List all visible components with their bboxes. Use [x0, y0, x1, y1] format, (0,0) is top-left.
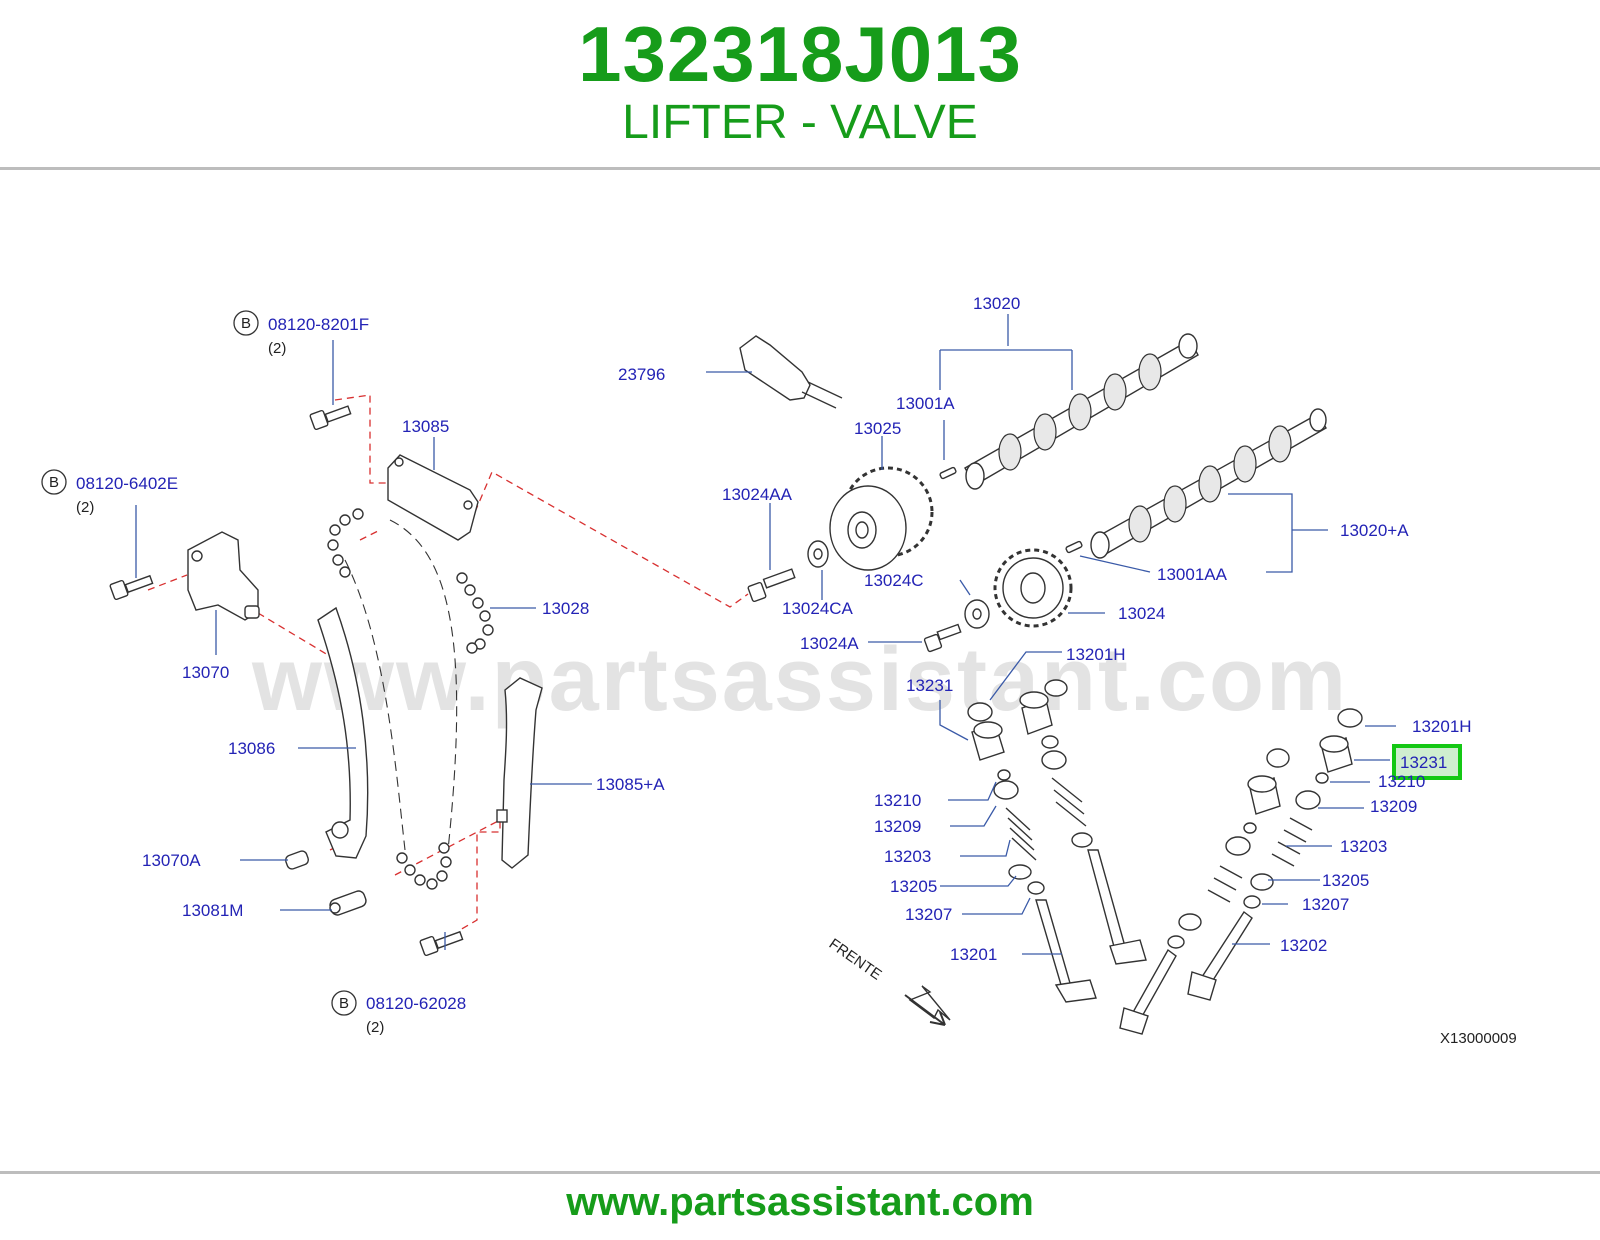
leader-lines	[135, 314, 1396, 955]
bolt-bottom-icon	[419, 930, 464, 957]
alignment-dash-1	[334, 394, 390, 484]
valve-timing-solenoid-23796-icon	[739, 335, 843, 409]
label-13207-left[interactable]: 13207	[905, 905, 952, 924]
label-13203-left[interactable]: 13203	[884, 847, 931, 866]
bolt-top-icon	[309, 405, 352, 431]
part-number-title: 132318J013	[578, 10, 1022, 98]
chain-guide-13085-icon	[387, 454, 479, 541]
exploded-parts-diagram: .lbl { fill:#2323b5; font-size:17px; } .…	[0, 280, 1600, 1060]
label-08120-8201F[interactable]: 08120-8201F	[268, 315, 369, 334]
label-13025[interactable]: 13025	[854, 419, 901, 438]
label-13086[interactable]: 13086	[228, 739, 275, 758]
label-13024[interactable]: 13024	[1118, 604, 1165, 623]
label-13205-right[interactable]: 13205	[1322, 871, 1369, 890]
label-13020A[interactable]: 13020+A	[1340, 521, 1409, 540]
chain-tensioner-13070-icon	[187, 531, 260, 621]
dowel-13001A-icon	[939, 466, 957, 480]
label-23796[interactable]: 23796	[618, 365, 665, 384]
label-13081M[interactable]: 13081M	[182, 901, 243, 920]
washer-13024CA-icon	[807, 540, 829, 568]
qty-b2: (2)	[76, 499, 94, 516]
bolt-left-icon	[109, 574, 154, 601]
alignment-dash-6	[394, 818, 501, 931]
footer-website-link[interactable]: www.partsassistant.com	[566, 1180, 1034, 1224]
label-13201H-right[interactable]: 13201H	[1412, 717, 1472, 736]
camshaft-13020A-lower-icon	[1090, 408, 1327, 559]
label-13201H-left[interactable]: 13201H	[1066, 645, 1126, 664]
label-13201[interactable]: 13201	[950, 945, 997, 964]
label-13210-left[interactable]: 13210	[874, 791, 921, 810]
washer-13024C-icon	[964, 599, 990, 629]
bolt-callout-b3: B	[331, 990, 357, 1016]
label-13231-right-highlighted[interactable]: 13231	[1400, 753, 1447, 772]
label-13024AA[interactable]: 13024AA	[722, 485, 793, 504]
header-divider	[0, 167, 1600, 170]
label-13070[interactable]: 13070	[182, 663, 229, 682]
label-13209-right[interactable]: 13209	[1370, 797, 1417, 816]
label-13028[interactable]: 13028	[542, 599, 589, 618]
highlighted-part-box	[1392, 744, 1462, 780]
alignment-dash-7	[359, 529, 381, 541]
bolt-letter-b3: B	[339, 995, 349, 1012]
cam-sprocket-13024-icon	[993, 548, 1073, 628]
label-13001A[interactable]: 13001A	[896, 394, 955, 413]
camshaft-13020-upper-icon	[964, 333, 1199, 490]
chain-path-line	[344, 559, 406, 851]
label-13210-right[interactable]: 13210	[1378, 772, 1425, 791]
label-13024A[interactable]: 13024A	[800, 634, 859, 653]
front-direction-arrow-icon	[904, 985, 951, 1026]
dowel-13001AA-icon	[1065, 540, 1083, 554]
qty-b1: (2)	[268, 340, 286, 357]
pin-13081M-icon	[329, 890, 367, 916]
bolt-letter-b2: B	[49, 474, 59, 491]
alignment-dash-3	[147, 574, 188, 591]
part-name-subtitle: LIFTER - VALVE	[622, 96, 978, 149]
watermark-text: www.partsassistant.com	[251, 630, 1348, 730]
label-13020[interactable]: 13020	[973, 294, 1020, 313]
qty-b3: (2)	[366, 1019, 384, 1036]
label-13202[interactable]: 13202	[1280, 936, 1327, 955]
slipper-guide-13085A-icon	[496, 677, 543, 869]
label-frente: FRENTE	[826, 935, 885, 983]
label-13207-right[interactable]: 13207	[1302, 895, 1349, 914]
pin-13070A-icon	[284, 850, 310, 870]
valve-train-right-icon	[1119, 708, 1363, 1035]
timing-chain-13028-icon	[327, 508, 494, 890]
bolt-13024A-icon	[923, 623, 962, 653]
label-13085[interactable]: 13085	[402, 417, 449, 436]
bolt-callout-b2: B	[41, 469, 67, 495]
label-08120-6402E[interactable]: 08120-6402E	[76, 474, 178, 493]
bolt-letter-b1: B	[241, 315, 251, 332]
chain-path-line-2	[389, 519, 458, 851]
label-13209-left[interactable]: 13209	[874, 817, 921, 836]
bolt-callout-b1: B	[233, 310, 259, 336]
label-13231-left[interactable]: 13231	[906, 676, 953, 695]
label-13203-right[interactable]: 13203	[1340, 837, 1387, 856]
valve-train-left-icon	[967, 679, 1147, 1003]
label-13001AA[interactable]: 13001AA	[1157, 565, 1228, 584]
cam-sprocket-13025-icon	[829, 466, 934, 571]
label-08120-62028[interactable]: 08120-62028	[366, 994, 466, 1013]
label-13085A[interactable]: 13085+A	[596, 775, 665, 794]
tensioner-arm-13086-icon	[317, 606, 369, 859]
alignment-dash-2	[474, 471, 749, 608]
alignment-dash-4	[257, 612, 329, 656]
label-13070A[interactable]: 13070A	[142, 851, 201, 870]
diagram-id: X13000009	[1440, 1030, 1517, 1047]
label-13024CA[interactable]: 13024CA	[782, 599, 854, 618]
label-13024C[interactable]: 13024C	[864, 571, 924, 590]
label-13205-left[interactable]: 13205	[890, 877, 937, 896]
footer-divider	[0, 1171, 1600, 1174]
bolt-13024AA-icon	[747, 568, 796, 603]
